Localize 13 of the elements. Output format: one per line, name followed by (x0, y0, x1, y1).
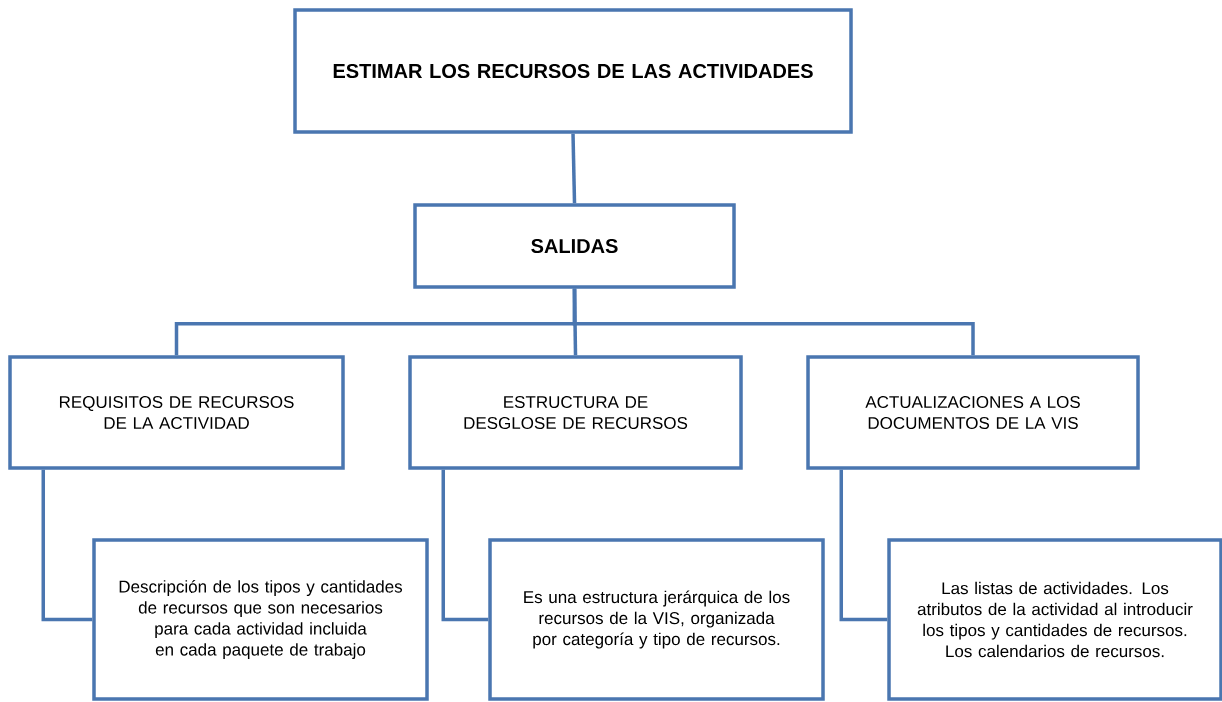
description-box: Descripción de los tipos y cantidades de recursos que son necesarios para cada actividad incluida en cada paquete de trabajo (92, 538, 429, 701)
category-box: ACTUALIZACIONES A LOS DOCUMENTOS DE LA VIS (806, 355, 1140, 470)
connector-line (839, 469, 888, 622)
title-box: ESTIMAR LOS RECURSOS DE LAS ACTIVIDADES (293, 8, 853, 134)
connector-line (572, 288, 975, 356)
category-box: REQUISITOS DE RECURSOS DE LA ACTIVIDAD (8, 355, 345, 470)
category-box: ESTRUCTURA DE DESGLOSE DE RECURSOS (408, 355, 743, 470)
connector-line (441, 469, 489, 622)
description-box: Es una estructura jerárquica de los recursos de la VIS, organizada por categoría y tipo de recursos. (488, 538, 825, 701)
description-box: Las listas de actividades. Los atributos de la actividad al introducir los tipos y cantidades de recursos. Los calendarios de recursos. (887, 538, 1222, 701)
connector-line (571, 133, 577, 204)
connector-line (41, 469, 93, 622)
heading-box: SALIDAS (413, 203, 736, 289)
